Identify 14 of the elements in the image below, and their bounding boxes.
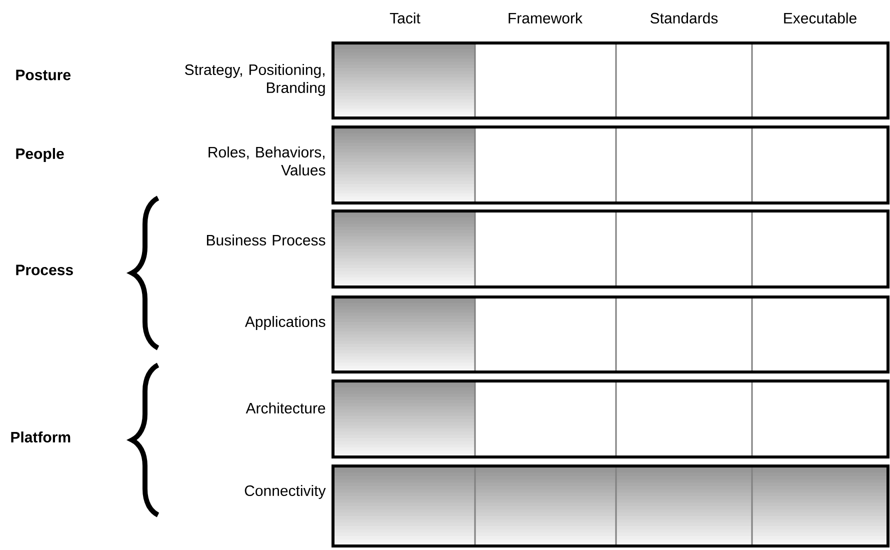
column-header: Framework	[508, 12, 583, 24]
row-label: Connectivity	[244, 485, 326, 499]
group-label: Posture	[16, 70, 71, 80]
group-label: Platform	[11, 432, 70, 442]
column-header: Executable	[784, 12, 856, 24]
column-header: Standards	[650, 12, 718, 24]
group-label: Process	[16, 264, 73, 276]
row-label: Applications	[244, 316, 326, 330]
group-label: People	[16, 148, 64, 162]
row-label: Architecture	[246, 402, 326, 414]
row-label: Business Process	[206, 234, 326, 246]
column-header: Tacit	[390, 12, 420, 24]
row-label: Roles, Behaviors, Values	[208, 146, 326, 176]
row-label: Strategy, Positioning, Branding	[185, 64, 325, 96]
